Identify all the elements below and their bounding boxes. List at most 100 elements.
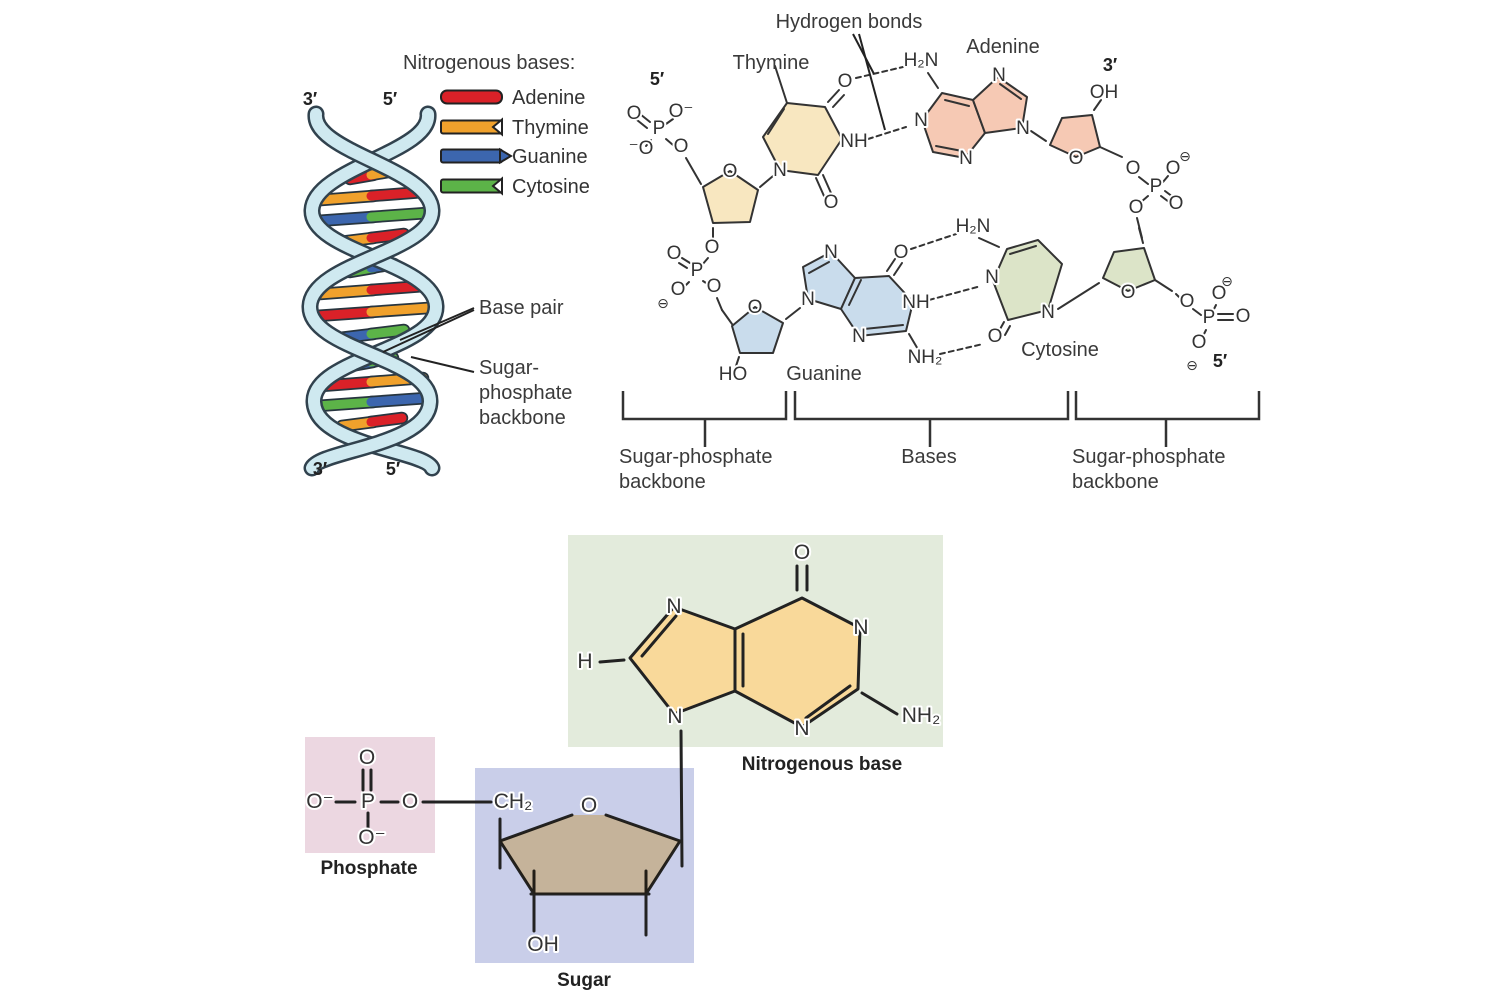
atom-label: NH [840,131,867,152]
atom-label: OH [527,933,559,956]
helix-pointer-lines [382,307,475,373]
base-pair-rung [311,307,378,321]
atom-label: P [1203,307,1216,328]
atom-label: N [959,148,973,169]
sugar-pentagon-fill [500,815,680,894]
guanine-label: Guanine [786,363,862,385]
atom-label: O [794,541,810,564]
legend-swatch-point [499,147,513,165]
atom-label: O [667,243,682,264]
atom-label: P [1150,176,1163,197]
hydrogen-bonds [855,66,984,355]
chem-3prime-right-label: 3′ [1103,55,1117,75]
backbone-pointer-line [410,356,475,373]
cytosine-base-ring [992,239,1063,321]
atom-label: O [402,790,418,813]
base-pair-rung [315,285,378,299]
chem-bonds [636,65,1234,370]
backbone-label-line3: backbone [479,407,566,429]
legend-item-label: Cytosine [512,176,590,198]
guanine-5ring [802,251,856,310]
atom-label: O [1212,283,1227,304]
helix-strand-left [303,108,438,474]
thymine-base-ring [762,102,843,176]
hydrogen-bonds-pointer [852,33,886,131]
atom-label: HO [719,364,748,385]
helix-3prime-bottom-label: 3′ [313,459,327,479]
backbone-brackets [621,391,1261,447]
base-pair-rung [316,191,378,205]
phosphate-label: Phosphate [320,858,417,879]
bracket-left-label-line1: Sugar-phosphate [619,446,772,468]
atom-label: O [1192,332,1207,353]
helix-rungs [309,164,435,433]
atom-label: ⁻O [629,138,654,159]
atom-label: O [627,103,642,124]
backbone-label-line1: Sugar- [479,357,539,379]
guanine-6ring [840,275,914,337]
atom-label: O [894,242,909,263]
atom-label: N [666,595,681,618]
atom-label: CH₂ [494,790,532,813]
adenine-5ring [972,76,1028,134]
base-pair-rung [366,303,433,317]
helix-strand-right [306,108,443,474]
base-6ring [733,596,862,729]
bracket-right-label-line2: backbone [1072,471,1159,493]
atom-label: O⁻ [669,101,694,122]
atom-label: O [723,161,738,182]
base-pair-pointer-line [382,309,475,353]
legend-swatch-notch [491,117,503,137]
atom-label: N [667,705,682,728]
base-5ring [628,605,737,716]
base-pair-rung [366,393,432,407]
atom-label: O [1129,197,1144,218]
guanine-sugar-ring [731,306,784,354]
adenine-sugar-ring [1049,114,1101,158]
legend-item-label: Guanine [512,146,588,168]
chemical-structure: Hydrogen bonds Thymine Adenine Guanine C… [619,11,1261,493]
helix-3prime-top-label: 3′ [303,89,317,109]
bracket-right-label-line1: Sugar-phosphate [1072,446,1225,468]
atom-label: N [853,616,868,639]
atom-label: O [824,192,839,213]
base-pair-rung [366,325,409,339]
base-pair-rung [366,413,407,427]
phosphate-box [305,737,435,853]
atom-label: O⁻ [306,790,333,813]
atom-label: O [1166,158,1181,179]
thymine-sugar-ring [702,170,759,224]
base-pair-label: Base pair [479,297,564,319]
nitrogenous-base-label: Nitrogenous base [742,754,902,775]
base-pair-rung [366,208,432,222]
atom-label: O [707,276,722,297]
atom-label: ⊖ [1186,357,1198,373]
atom-label: P [361,790,375,813]
atom-label: N [794,717,809,740]
adenine-label: Adenine [966,36,1039,58]
atom-label: P [691,260,704,281]
base-pair-rung [312,212,378,226]
atom-label: O [359,746,375,769]
legend-swatch-notch [491,176,503,196]
atom-label: O [581,794,597,817]
helix-5prime-bottom-label: 5′ [386,459,400,479]
atom-label: ⊖ [1221,273,1233,289]
atom-label: O [838,71,853,92]
bracket-mid-label: Bases [901,446,957,468]
legend-swatch [440,89,503,105]
cytosine-sugar-ring [1102,247,1156,292]
atom-label: ⊖ [657,295,669,311]
atom-label: N [914,110,928,131]
chem-5prime-right-label: 5′ [1213,351,1227,371]
atom-label: O [671,279,686,300]
helix-strands [301,105,445,477]
legend-item-label: Thymine [512,117,589,139]
atom-label: O [1069,148,1084,169]
helix-5prime-top-label: 5′ [383,89,397,109]
atom-label: ⊖ [1179,148,1191,164]
atom-label: O [748,297,763,318]
sugar-label: Sugar [557,970,611,991]
base-pair-pointer-line [399,307,475,341]
